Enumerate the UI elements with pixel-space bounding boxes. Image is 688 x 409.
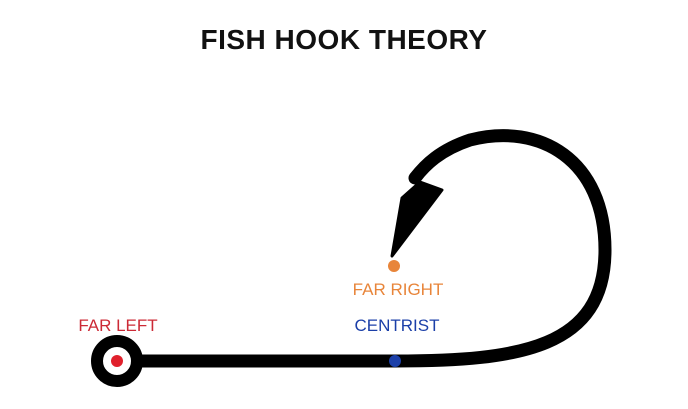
far-left-label: FAR LEFT xyxy=(78,316,157,335)
far-right-dot xyxy=(388,260,400,272)
hook-barb xyxy=(390,180,444,258)
centrist-dot xyxy=(389,355,401,367)
far-left-dot xyxy=(111,355,123,367)
diagram-title: FISH HOOK THEORY xyxy=(200,24,488,55)
hook-line xyxy=(133,129,612,368)
far-right-label: FAR RIGHT xyxy=(353,280,444,299)
centrist-label: CENTRIST xyxy=(355,316,440,335)
